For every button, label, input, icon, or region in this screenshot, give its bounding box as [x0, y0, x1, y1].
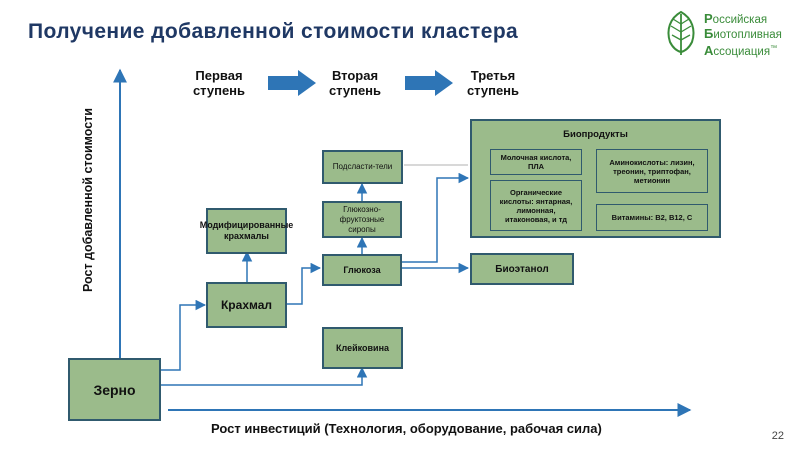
bioethanol-box: Биоэтанол	[470, 253, 574, 285]
sweeteners-box: Подсласти-тели	[322, 150, 403, 184]
modified-starch-box: Модифицированные крахмалы	[200, 208, 293, 254]
stage-3-label: Третья ступень	[466, 68, 520, 98]
grain-box: Зерно	[68, 358, 161, 421]
leaf-icon	[667, 10, 695, 55]
lactic-acid-box: Молочная кислота, ПЛА	[490, 149, 582, 175]
connector-grain-gluten	[160, 366, 368, 386]
stage-2-label: Вторая ступень	[328, 68, 382, 98]
syrups-box: Глюкозно-фруктозные сиропы	[322, 201, 402, 238]
x-axis-label: Рост инвестиций (Технология, оборудовани…	[211, 421, 602, 436]
connector-starch-glucose	[286, 262, 322, 305]
bioproducts-box: Биопродукты Молочная кислота, ПЛА Органи…	[470, 119, 721, 238]
stage-1-label: Первая ступень	[192, 68, 246, 98]
logo-text: Российская Биотопливная Ассоциация™	[704, 11, 782, 58]
gluten-box: Клейковина	[322, 327, 403, 369]
vitamins-box: Витамины: В2, В12, С	[596, 204, 708, 231]
starch-box: Крахмал	[206, 282, 287, 328]
stage-arrow-2	[405, 70, 453, 96]
organic-acids-box: Органические кислоты: янтарная, лимонная…	[490, 180, 582, 231]
amino-acids-box: Аминокислоты: лизин, треонин, триптофан,…	[596, 149, 708, 193]
stage-arrow-1	[268, 70, 316, 96]
glucose-box: Глюкоза	[322, 254, 402, 286]
page-title: Получение добавленной стоимости кластера	[28, 20, 519, 43]
bioproducts-title: Биопродукты	[563, 129, 628, 140]
logo: Российская Биотопливная Ассоциация™	[664, 10, 789, 58]
page-number: 22	[771, 430, 784, 442]
connector-grain-starch	[160, 299, 207, 371]
y-axis-label: Рост добавленной стоимости	[81, 108, 95, 292]
connector-glucose-bioproducts	[401, 172, 470, 263]
